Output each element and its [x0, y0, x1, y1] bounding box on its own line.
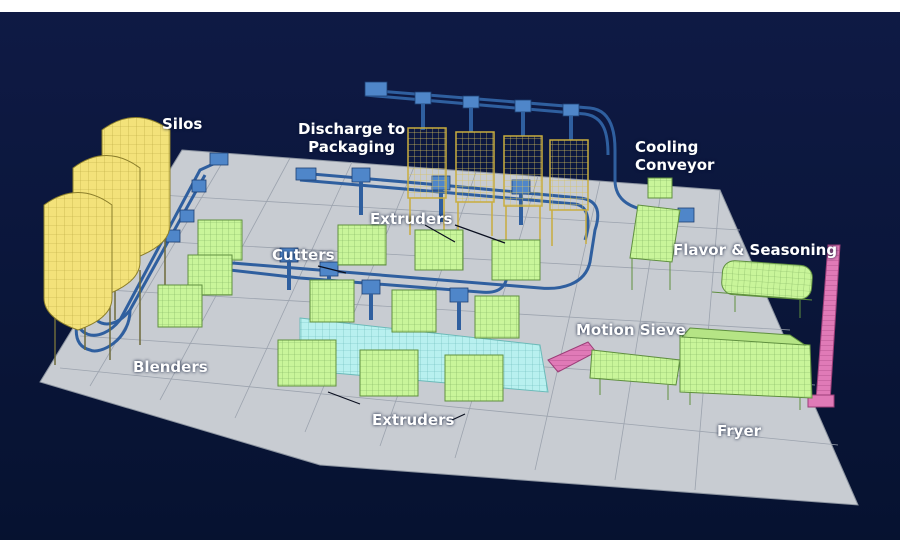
label-cooling-conveyor: Cooling Conveyor: [635, 138, 715, 174]
motion-sieve-icon: [589, 349, 681, 400]
cooling-conveyor-icon: [629, 177, 681, 290]
cutters-icon: [309, 279, 520, 339]
label-motion-sieve: Motion Sieve: [576, 321, 686, 339]
drum-icon: [711, 260, 813, 318]
label-extruders-top: Extruders: [370, 210, 453, 228]
bottom-border: [0, 540, 900, 550]
extruders-bottom-icon: [277, 339, 504, 402]
label-fryer: Fryer: [717, 422, 762, 440]
label-discharge-to-packaging: Discharge to Packaging: [298, 120, 406, 156]
pointer-arrows: [317, 224, 506, 421]
packaging-frame-icon: [407, 127, 589, 246]
label-extruders-bottom: Extruders: [372, 411, 455, 429]
elevator-conveyor-icon: [547, 244, 841, 408]
label-silos: Silos: [162, 115, 203, 133]
blender-icon: [157, 219, 243, 328]
silo-icon: [43, 117, 171, 365]
label-cutters: Cutters: [272, 246, 335, 264]
top-border: [0, 0, 900, 12]
fryer-icon: [679, 327, 813, 410]
label-blenders: Blenders: [133, 358, 208, 376]
extruders-top-icon: [337, 224, 541, 281]
label-flavor-seasoning: Flavor & Seasoning: [673, 241, 838, 259]
